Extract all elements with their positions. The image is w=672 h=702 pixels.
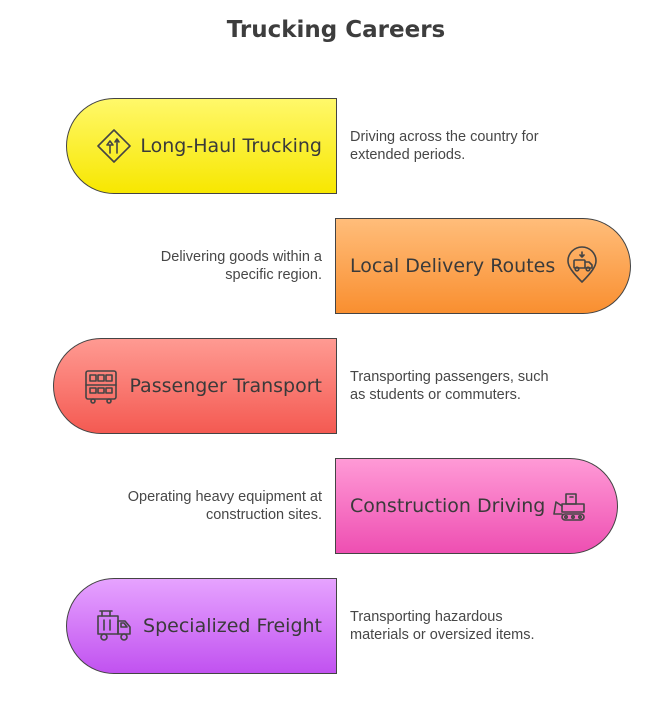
desc-line: specific region. xyxy=(225,267,322,283)
desc-line: as students or commuters. xyxy=(350,387,521,403)
pill-passenger-transport: Passenger Transport xyxy=(53,338,337,434)
pill-label: Long-Haul Trucking xyxy=(140,135,322,157)
desc-line: extended periods. xyxy=(350,147,466,163)
desc-line: construction sites. xyxy=(205,507,322,523)
desc-line: Transporting passengers, such xyxy=(350,369,549,385)
desc-long-haul-trucking: Driving across the country for extended … xyxy=(350,128,590,164)
pill-construction-driving: Construction Driving xyxy=(335,458,618,554)
desc-construction-driving: Operating heavy equipment at constructio… xyxy=(82,488,322,524)
pill-specialized-freight: Specialized Freight xyxy=(66,578,337,674)
desc-line: Transporting hazardous xyxy=(350,609,503,625)
pill-long-haul-trucking: Long-Haul Trucking xyxy=(66,98,337,194)
pill-label: Construction Driving xyxy=(350,495,546,517)
freight-truck-icon xyxy=(94,606,134,646)
desc-line: Driving across the country for xyxy=(350,129,539,145)
diagram-title: Trucking Careers xyxy=(226,17,446,43)
desc-passenger-transport: Transporting passengers, such as student… xyxy=(350,368,590,404)
bulldozer-icon xyxy=(550,486,590,526)
delivery-location-icon xyxy=(562,246,602,286)
desc-specialized-freight: Transporting hazardous materials or over… xyxy=(350,608,590,644)
road-sign-icon xyxy=(94,126,134,166)
pill-local-delivery-routes: Local Delivery Routes xyxy=(335,218,631,314)
desc-line: Delivering goods within a xyxy=(160,249,322,265)
pill-label: Passenger Transport xyxy=(129,375,322,397)
pill-label: Local Delivery Routes xyxy=(350,255,556,277)
desc-local-delivery-routes: Delivering goods within a specific regio… xyxy=(82,248,322,284)
desc-line: Operating heavy equipment at xyxy=(127,489,322,505)
double-decker-bus-icon xyxy=(81,366,121,406)
pill-label: Specialized Freight xyxy=(143,615,322,637)
desc-line: materials or oversized items. xyxy=(350,627,535,643)
